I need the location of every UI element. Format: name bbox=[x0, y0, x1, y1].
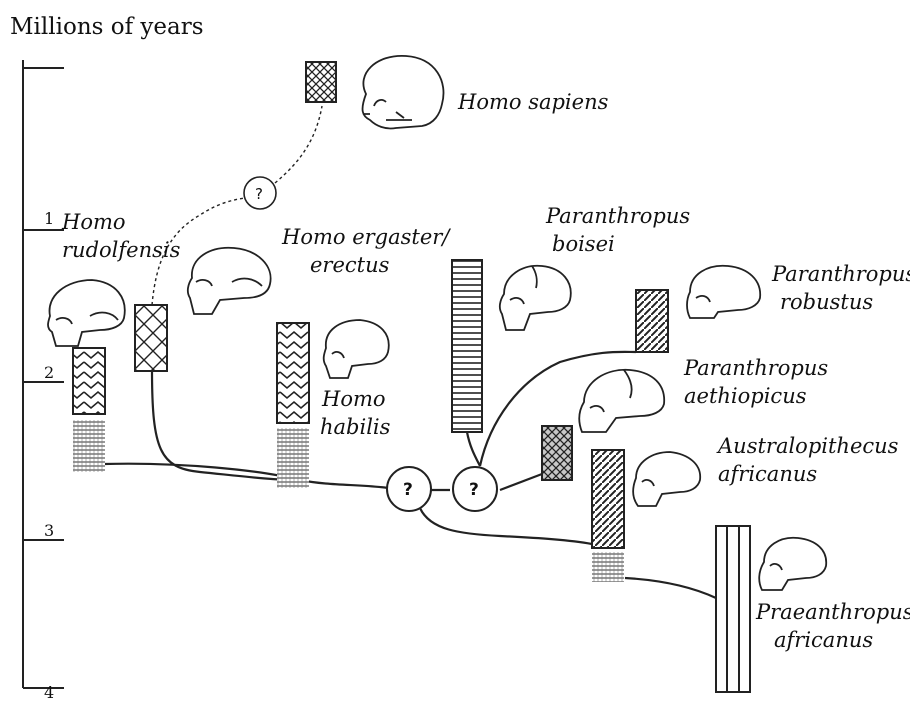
label-p-robustus-line2: robustus bbox=[780, 290, 873, 314]
svg-text:?: ? bbox=[255, 185, 263, 203]
bar-homo-sapiens bbox=[306, 62, 336, 102]
svg-text:?: ? bbox=[469, 480, 479, 500]
label-p-boisei-line2: boisei bbox=[552, 232, 615, 256]
label-homo-ergaster-line2: erectus bbox=[310, 253, 390, 277]
tick-label-1: 1 bbox=[44, 209, 54, 228]
axis-title: Millions of years bbox=[10, 14, 204, 40]
label-homo-habilis-line1: Homo bbox=[321, 387, 386, 411]
skull-paranthropus-robustus-icon bbox=[687, 266, 760, 318]
bar-paranthropus-boisei bbox=[452, 260, 482, 432]
skull-paranthropus-boisei-icon bbox=[500, 266, 571, 330]
bar-homo-ergaster bbox=[135, 305, 167, 371]
unknown-node-1: ? bbox=[244, 177, 276, 209]
bar-paranthropus-robustus bbox=[636, 290, 668, 352]
label-p-robustus-line1: Paranthropus bbox=[771, 262, 910, 286]
skull-praeanthropus-africanus-icon bbox=[759, 538, 826, 590]
label-p-boisei-line1: Paranthropus bbox=[545, 204, 690, 228]
label-a-africanus-line2: africanus bbox=[718, 462, 817, 486]
label-pr-africanus-line2: africanus bbox=[774, 628, 873, 652]
label-p-aethiopicus-line2: aethiopicus bbox=[684, 384, 807, 408]
label-homo-sapiens: Homo sapiens bbox=[457, 90, 609, 114]
label-a-africanus-line1: Australopithecus bbox=[716, 434, 899, 458]
tick-label-4: 4 bbox=[44, 683, 54, 702]
skull-homo-habilis-icon bbox=[324, 320, 389, 378]
skull-australopithecus-africanus-icon bbox=[633, 452, 700, 506]
bar-paranthropus-aethiopicus bbox=[542, 426, 572, 480]
unknown-node-2: ? bbox=[387, 467, 431, 511]
label-homo-rudolfensis-line2: rudolfensis bbox=[62, 238, 181, 262]
label-p-aethiopicus-line1: Paranthropus bbox=[683, 356, 828, 380]
bar-praeanthropus-africanus bbox=[716, 526, 750, 692]
skull-homo-ergaster-icon bbox=[188, 248, 271, 314]
skull-paranthropus-aethiopicus-icon bbox=[579, 370, 664, 432]
svg-text:?: ? bbox=[403, 480, 413, 500]
label-pr-africanus-line1: Praeanthropus bbox=[755, 600, 910, 624]
tick-label-2: 2 bbox=[44, 363, 54, 382]
label-homo-rudolfensis-line1: Homo bbox=[61, 210, 126, 234]
skull-homo-rudolfensis-icon bbox=[48, 280, 125, 346]
bar-homo-habilis bbox=[277, 323, 309, 488]
tick-label-3: 3 bbox=[44, 521, 54, 540]
bar-homo-rudolfensis bbox=[73, 348, 105, 472]
label-homo-habilis-line2: habilis bbox=[320, 415, 391, 439]
bar-australopithecus-africanus bbox=[592, 450, 624, 582]
skull-homo-sapiens-icon bbox=[363, 56, 444, 129]
label-homo-ergaster-line1: Homo ergaster/ bbox=[281, 225, 451, 249]
unknown-node-3: ? bbox=[453, 467, 497, 511]
